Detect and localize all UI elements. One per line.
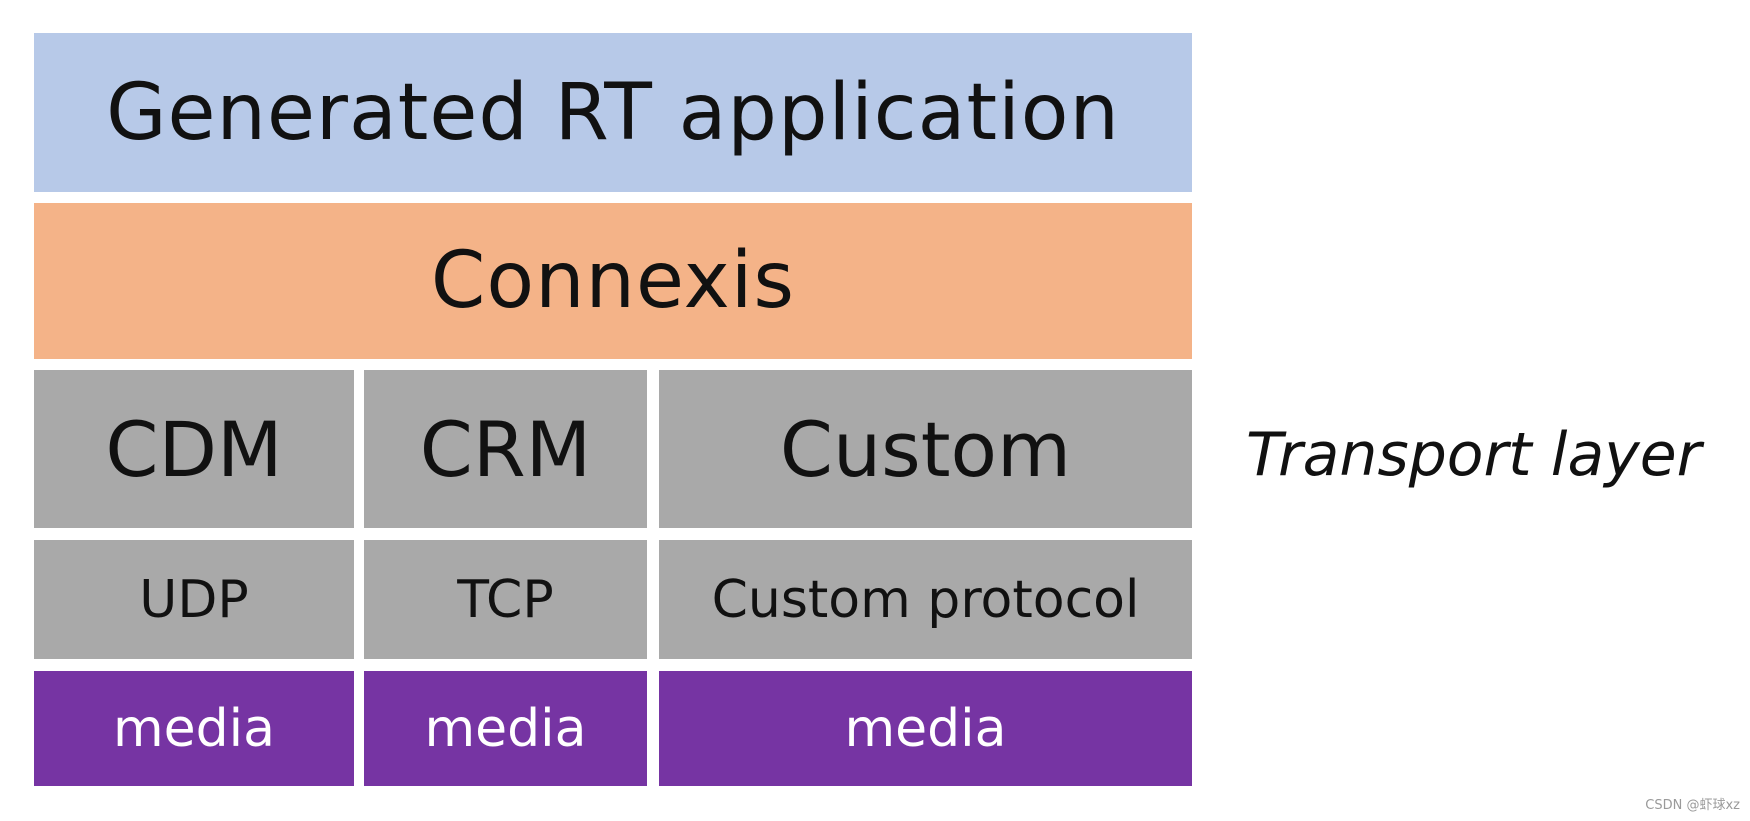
protocol-block-custom: Custom protocol [659,540,1192,659]
media-label: media [844,698,1007,759]
protocol-label: UDP [139,569,249,630]
transport-label: Custom [779,404,1072,494]
application-layer-label: Generated RT application [106,67,1120,158]
middleware-layer-label: Connexis [430,236,796,326]
protocol-label: TCP [457,569,554,630]
media-label: media [113,698,275,759]
protocol-label: Custom protocol [711,569,1140,630]
media-block-2: media [364,671,647,786]
media-label: media [424,698,587,759]
watermark: CSDN @虾球xz [1645,798,1740,813]
media-block-1: media [34,671,354,786]
middleware-layer-block: Connexis [34,203,1192,359]
transport-block-cdm: CDM [34,370,354,528]
protocol-block-udp: UDP [34,540,354,659]
media-block-3: media [659,671,1192,786]
transport-label: CRM [419,404,592,494]
transport-layer-caption: Transport layer [1246,420,1702,490]
protocol-block-tcp: TCP [364,540,647,659]
transport-label: CDM [105,404,283,494]
application-layer-block: Generated RT application [34,33,1192,192]
transport-block-crm: CRM [364,370,647,528]
transport-block-custom: Custom [659,370,1192,528]
